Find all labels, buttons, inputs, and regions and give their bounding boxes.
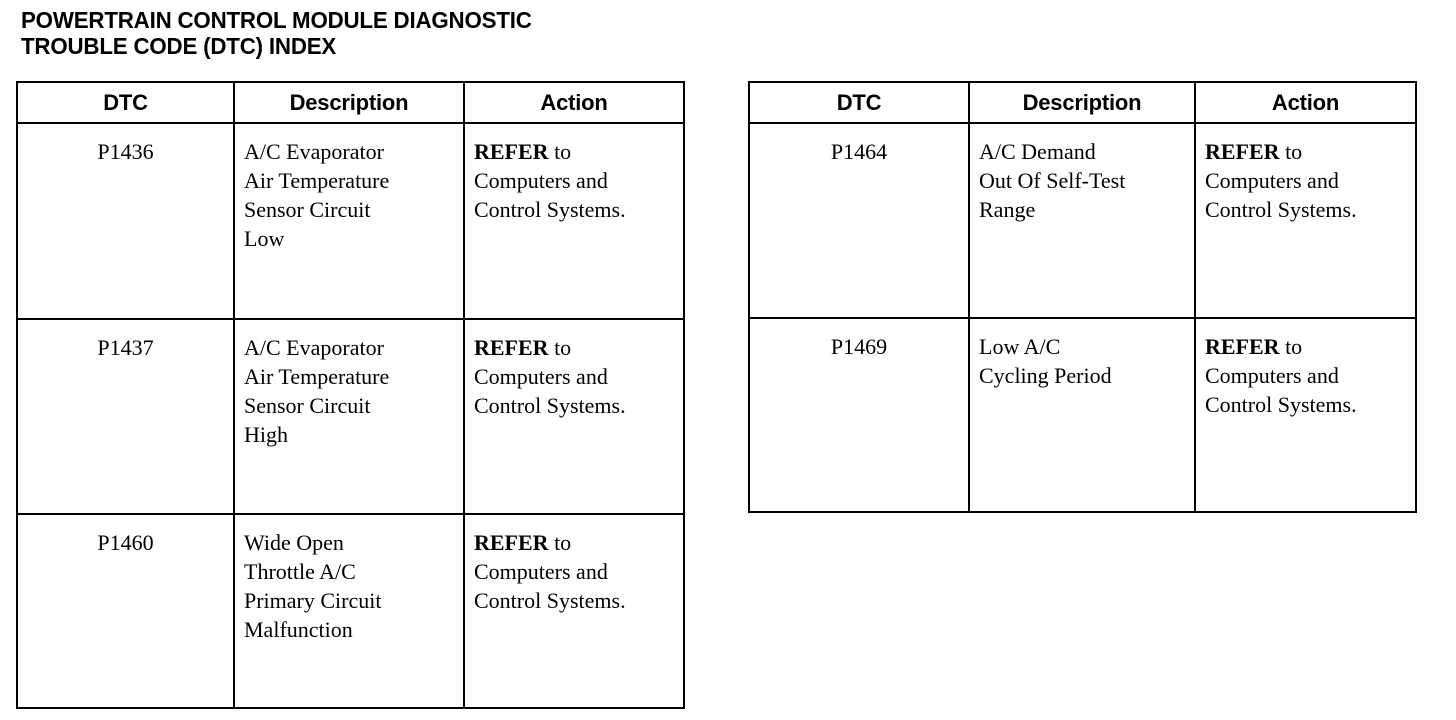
cell-description: A/C Evaporator Air Temperature Sensor Ci… xyxy=(233,122,465,320)
cell-dtc: P1469 xyxy=(748,317,970,513)
cell-description: A/C Evaporator Air Temperature Sensor Ci… xyxy=(233,318,465,515)
table-row: P1469 Low A/C Cycling Period REFER to Co… xyxy=(748,317,1417,513)
cell-action: REFER to Computers and Control Systems. xyxy=(463,318,685,515)
dtc-action: REFER to Computers and Control Systems. xyxy=(465,515,683,621)
action-rest: to Computers and Control Systems. xyxy=(474,139,626,222)
action-emphasis: REFER xyxy=(474,139,549,164)
action-emphasis: REFER xyxy=(474,335,549,360)
dtc-table-left: DTC Description Action P1436 A/C Evapora… xyxy=(16,81,685,709)
table-row: P1460 Wide Open Throttle A/C Primary Cir… xyxy=(16,513,685,709)
table-row: P1436 A/C Evaporator Air Temperature Sen… xyxy=(16,122,685,320)
column-header-action: Action xyxy=(463,81,685,124)
dtc-description: A/C Evaporator Air Temperature Sensor Ci… xyxy=(244,335,390,447)
dtc-action: REFER to Computers and Control Systems. xyxy=(1196,124,1415,230)
action-rest: to Computers and Control Systems. xyxy=(1205,139,1357,222)
cell-dtc: P1464 xyxy=(748,122,970,319)
dtc-action: REFER to Computers and Control Systems. xyxy=(465,320,683,426)
action-rest: to Computers and Control Systems. xyxy=(474,530,626,613)
dtc-action: REFER to Computers and Control Systems. xyxy=(465,124,683,230)
column-header-description: Description xyxy=(968,81,1196,124)
table-row: P1437 A/C Evaporator Air Temperature Sen… xyxy=(16,318,685,515)
cell-action: REFER to Computers and Control Systems. xyxy=(1194,122,1417,319)
dtc-code: P1469 xyxy=(830,334,888,359)
dtc-description: A/C Evaporator Air Temperature Sensor Ci… xyxy=(244,139,390,251)
table-row: P1464 A/C Demand Out Of Self-Test Range … xyxy=(748,122,1417,319)
cell-action: REFER to Computers and Control Systems. xyxy=(463,122,685,320)
dtc-code: P1464 xyxy=(830,139,888,164)
action-emphasis: REFER xyxy=(474,530,549,555)
cell-description: Wide Open Throttle A/C Primary Circuit M… xyxy=(233,513,465,709)
cell-dtc: P1460 xyxy=(16,513,235,709)
cell-action: REFER to Computers and Control Systems. xyxy=(1194,317,1417,513)
column-header-action: Action xyxy=(1194,81,1417,124)
table-header-row: DTC Description Action xyxy=(16,81,685,124)
action-emphasis: REFER xyxy=(1205,334,1280,359)
dtc-action: REFER to Computers and Control Systems. xyxy=(1196,319,1415,425)
column-header-dtc: DTC xyxy=(748,81,970,124)
column-header-description: Description xyxy=(233,81,465,124)
action-rest: to Computers and Control Systems. xyxy=(474,335,626,418)
table-header-row: DTC Description Action xyxy=(748,81,1417,124)
dtc-description: A/C Demand Out Of Self-Test Range xyxy=(979,139,1126,222)
action-rest: to Computers and Control Systems. xyxy=(1205,334,1357,417)
page-title: POWERTRAIN CONTROL MODULE DIAGNOSTIC TRO… xyxy=(21,7,532,59)
cell-description: A/C Demand Out Of Self-Test Range xyxy=(968,122,1196,319)
dtc-description: Wide Open Throttle A/C Primary Circuit M… xyxy=(244,530,382,642)
column-header-dtc: DTC xyxy=(16,81,235,124)
cell-description: Low A/C Cycling Period xyxy=(968,317,1196,513)
dtc-table-right: DTC Description Action P1464 A/C Demand … xyxy=(748,81,1417,513)
dtc-code: P1460 xyxy=(97,530,154,555)
dtc-code: P1437 xyxy=(97,335,154,360)
cell-action: REFER to Computers and Control Systems. xyxy=(463,513,685,709)
cell-dtc: P1436 xyxy=(16,122,235,320)
action-emphasis: REFER xyxy=(1205,139,1280,164)
dtc-description: Low A/C Cycling Period xyxy=(979,334,1112,388)
dtc-code: P1436 xyxy=(97,139,154,164)
cell-dtc: P1437 xyxy=(16,318,235,515)
